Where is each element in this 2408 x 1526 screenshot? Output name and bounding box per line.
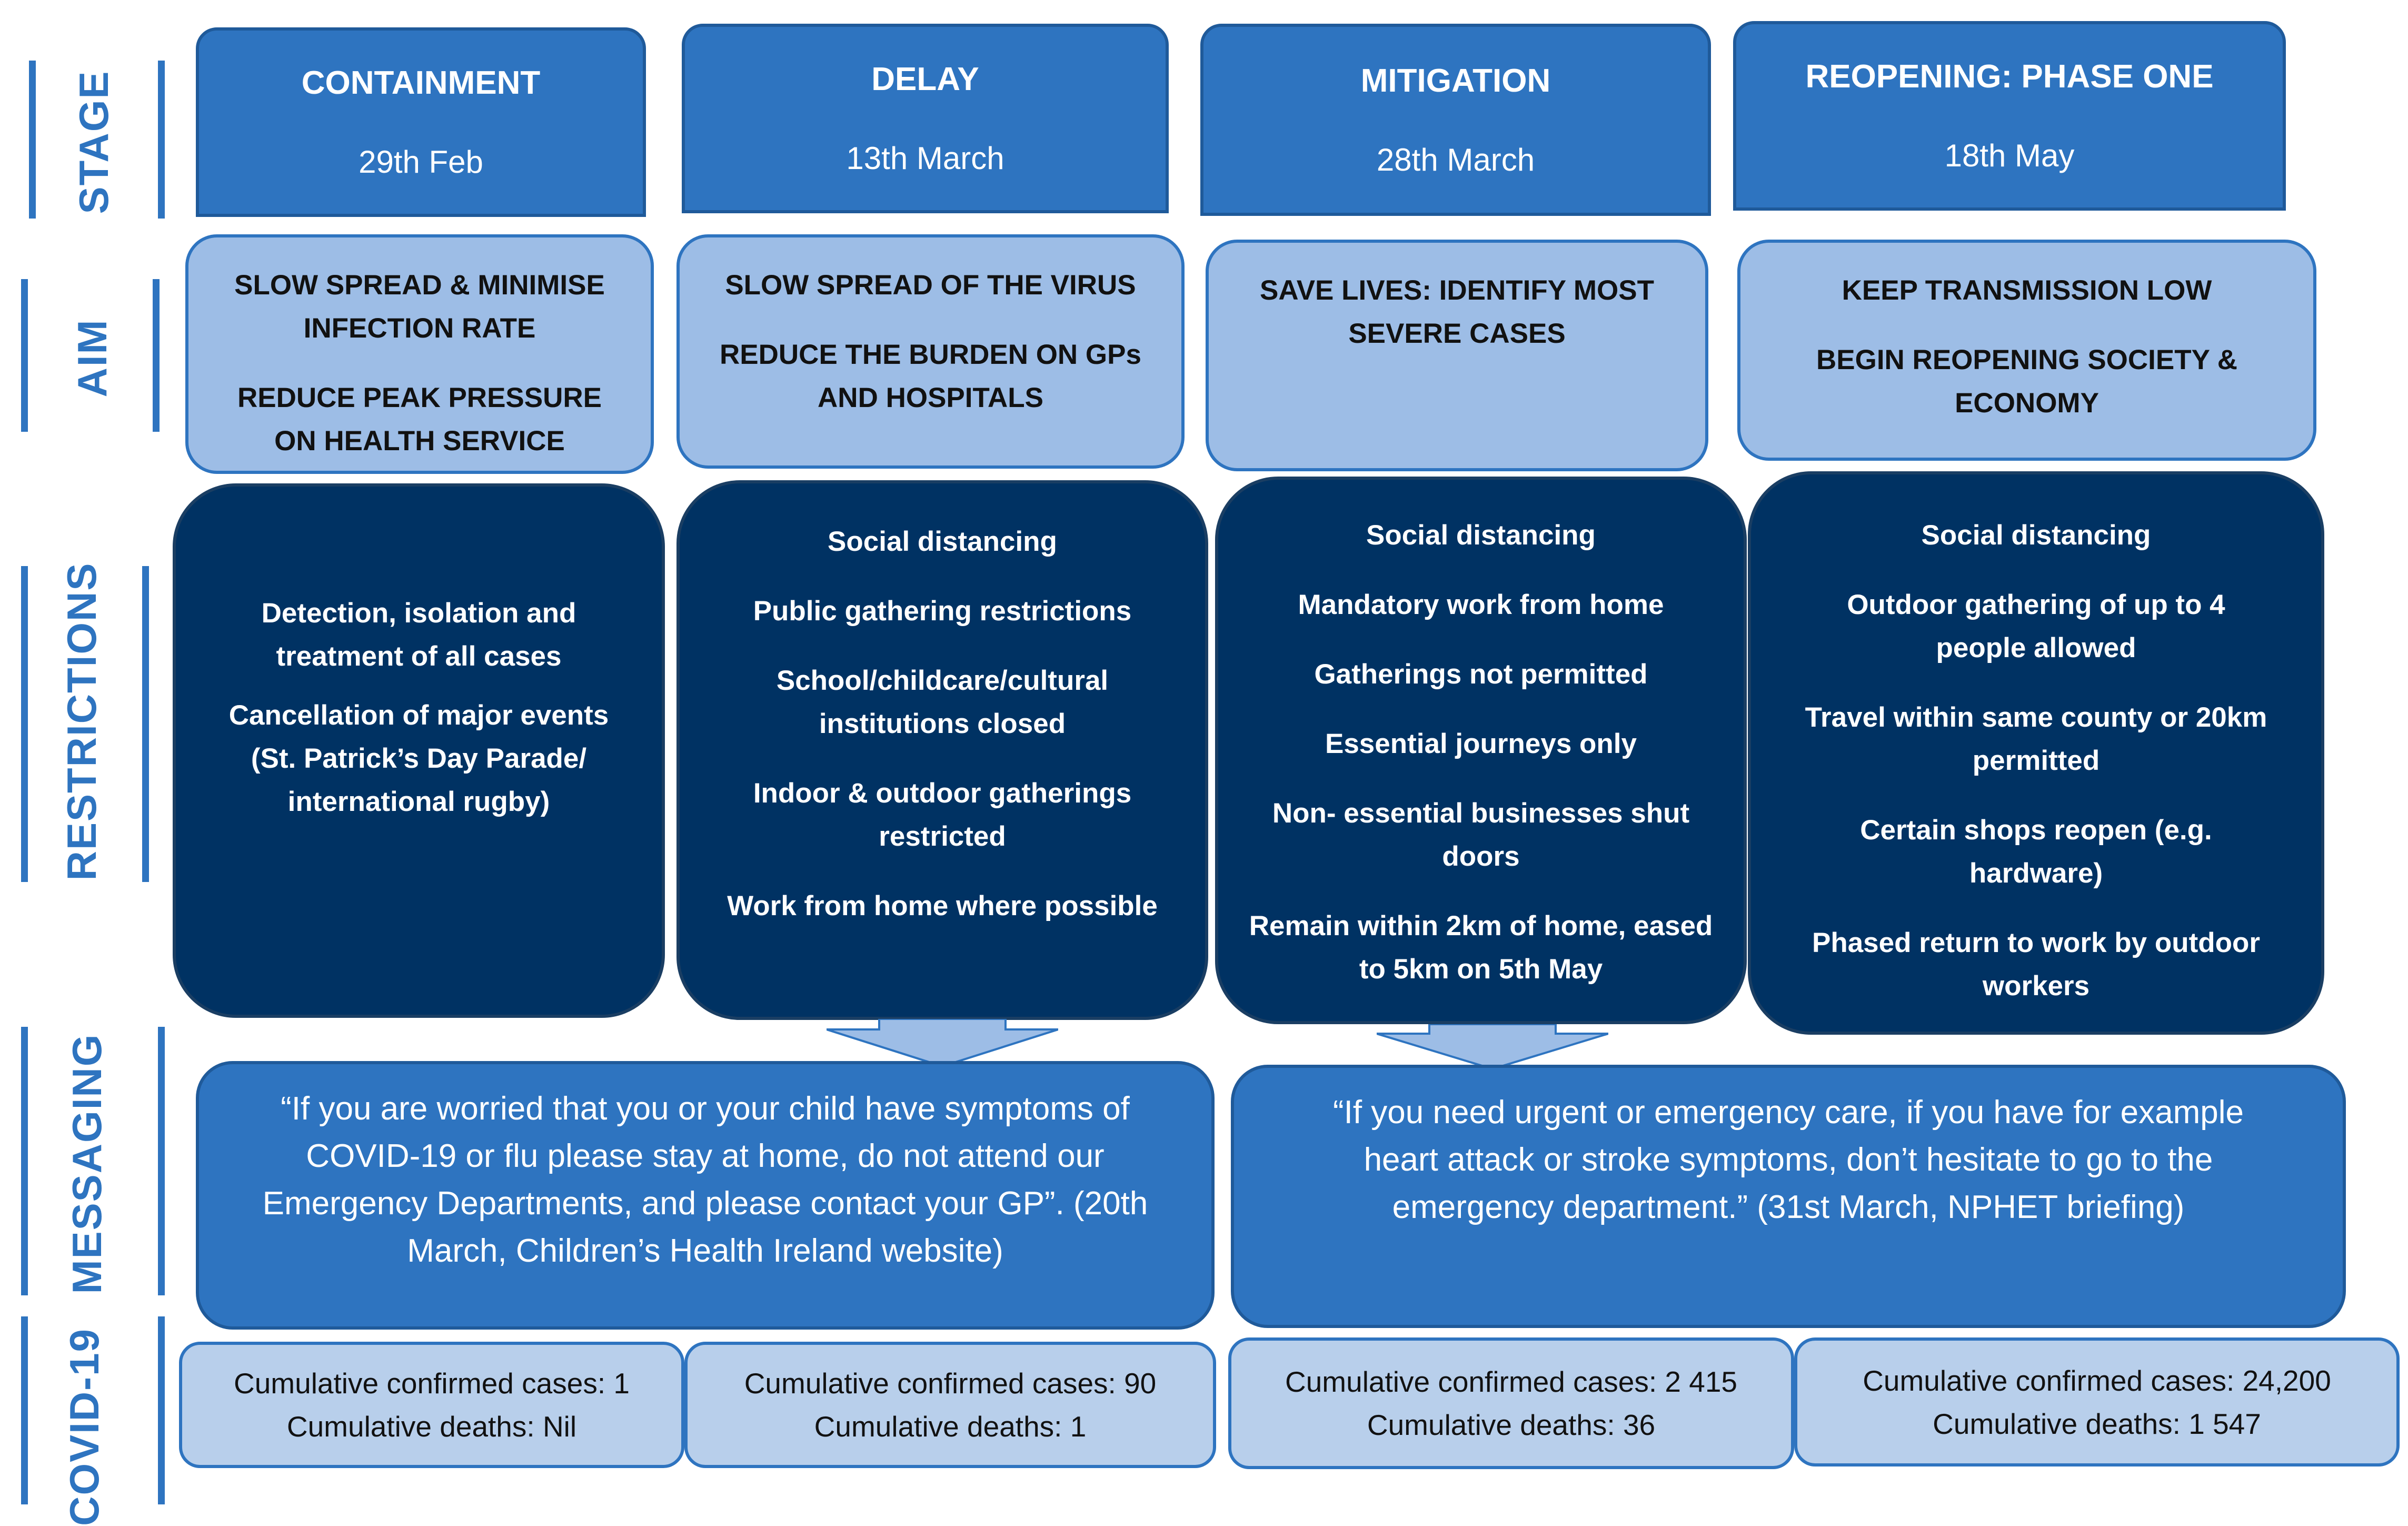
aim-reopening: KEEP TRANSMISSION LOW BEGIN REOPENING SO… [1737,240,2316,461]
restriction-item: Social distancing [1366,520,1596,551]
stage-date: 13th March [846,141,1004,176]
messaging-left-line [21,1027,28,1295]
restriction-item: Outdoor gathering of up to 4 people allo… [1847,589,2225,663]
cumulative-deaths: Cumulative deaths: Nil [286,1410,577,1443]
stage-delay: DELAY 13th March [682,24,1169,213]
restriction-item: Mandatory work from home [1298,589,1664,620]
restriction-item: Cancellation of major events (St. Patric… [228,700,609,817]
stage-date: 28th March [1376,142,1535,177]
covid-stats-reopening: Cumulative confirmed cases: 24,200 Cumul… [1794,1337,2400,1466]
restriction-item: Social distancing [828,526,1057,557]
restriction-item: Gatherings not permitted [1314,659,1648,690]
cumulative-deaths: Cumulative deaths: 36 [1367,1409,1656,1441]
row-label-messaging: MESSAGING [63,1033,110,1294]
aim-line2: REDUCE PEAK PRESSURE ON HEALTH SERVICE [237,382,602,457]
restriction-item: Remain within 2km of home, eased to 5km … [1249,910,1713,985]
stage-right-line [158,61,165,219]
message-text: “If you are worried that you or your chi… [262,1091,1148,1269]
aim-line2: REDUCE THE BURDEN ON GPs AND HOSPITALS [720,339,1141,413]
aim-line1: SLOW SPREAD OF THE VIRUS [725,270,1136,301]
aim-line1: KEEP TRANSMISSION LOW [1842,275,2212,306]
aim-left-line [21,279,28,432]
restriction-item: Phased return to work by outdoor workers [1812,927,2260,1002]
restriction-item: Work from home where possible [727,890,1158,921]
row-label-stage: STAGE [70,70,117,214]
restrictions-delay: Social distancing Public gathering restr… [676,480,1208,1020]
stage-mitigation: MITIGATION 28th March [1200,24,1711,216]
covid-right-line [158,1316,165,1504]
message-containment-delay: “If you are worried that you or your chi… [196,1061,1215,1330]
aim-line1: SAVE LIVES: IDENTIFY MOST SEVERE CASES [1260,275,1654,349]
covid-stats-containment: Cumulative confirmed cases: 1 Cumulative… [179,1342,684,1468]
restriction-item: Essential journeys only [1325,728,1637,759]
restriction-item: Indoor & outdoor gatherings restricted [753,778,1132,852]
stage-title: REOPENING: PHASE ONE [1805,58,2214,95]
restriction-item: Certain shops reopen (e.g. hardware) [1860,815,2212,889]
aim-delay: SLOW SPREAD OF THE VIRUS REDUCE THE BURD… [676,234,1185,469]
restriction-item: School/childcare/cultural institutions c… [776,665,1109,739]
stage-reopening: REOPENING: PHASE ONE 18th May [1733,21,2286,211]
down-arrow-icon [827,1019,1058,1066]
restriction-item: Public gathering restrictions [753,596,1132,627]
stage-title: MITIGATION [1360,62,1551,99]
stage-title: CONTAINMENT [301,65,541,101]
stage-containment: CONTAINMENT 29th Feb [196,27,646,217]
row-label-covid: COVID-19 [61,1328,107,1526]
cumulative-cases: Cumulative confirmed cases: 90 [744,1367,1157,1400]
restrictions-containment: Detection, isolation and treatment of al… [173,483,665,1018]
aim-containment: SLOW SPREAD & MINIMISE INFECTION RATE RE… [185,234,654,474]
aim-mitigation: SAVE LIVES: IDENTIFY MOST SEVERE CASES [1206,240,1708,471]
covid-stats-delay: Cumulative confirmed cases: 90 Cumulativ… [684,1342,1216,1468]
stage-date: 29th Feb [359,144,483,180]
restriction-item: Non- essential businesses shut doors [1272,798,1690,872]
aim-line2: BEGIN REOPENING SOCIETY & ECONOMY [1816,344,2238,419]
restriction-item: Travel within same county or 20km permit… [1805,702,2267,776]
messaging-right-line [158,1027,165,1295]
restrictions-right-line [142,566,149,882]
covid-stats-mitigation: Cumulative confirmed cases: 2 415 Cumula… [1228,1337,1794,1469]
stage-title: DELAY [871,61,979,97]
aim-line1: SLOW SPREAD & MINIMISE INFECTION RATE [234,270,605,344]
restrictions-mitigation: Social distancing Mandatory work from ho… [1215,477,1747,1024]
restriction-item: Social distancing [1921,520,2151,551]
aim-right-line [153,279,160,432]
cumulative-cases: Cumulative confirmed cases: 24,200 [1863,1364,2331,1397]
message-mitigation-reopening: “If you need urgent or emergency care, i… [1231,1065,2346,1328]
restrictions-reopening: Social distancing Outdoor gathering of u… [1748,471,2324,1035]
covid-left-line [21,1316,28,1504]
row-label-aim: AIM [68,319,115,398]
down-arrow-icon [1377,1024,1608,1069]
restriction-item: Detection, isolation and treatment of al… [261,598,576,672]
cumulative-cases: Cumulative confirmed cases: 2 415 [1285,1365,1738,1398]
stage-left-line [29,61,36,219]
restrictions-left-line [21,566,28,882]
stage-date: 18th May [1944,138,2075,173]
message-text: “If you need urgent or emergency care, i… [1332,1094,2244,1225]
row-label-restrictions: RESTRICTIONS [58,562,105,881]
cumulative-deaths: Cumulative deaths: 1 547 [1933,1407,2261,1440]
cumulative-cases: Cumulative confirmed cases: 1 [234,1367,630,1400]
cumulative-deaths: Cumulative deaths: 1 [814,1410,1087,1443]
